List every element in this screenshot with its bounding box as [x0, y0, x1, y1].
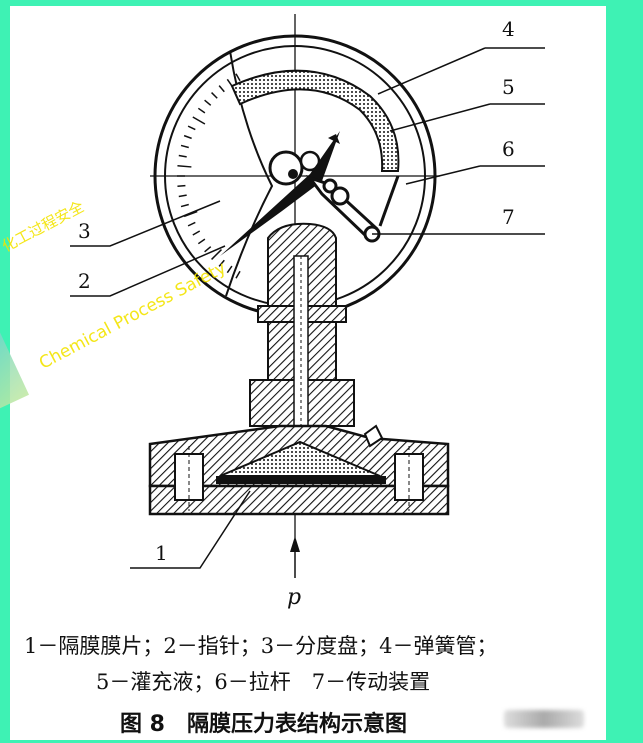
scale-tick [204, 99, 212, 106]
label-7: 7 [502, 205, 515, 229]
scale-tick [177, 184, 186, 188]
figure-title: 图 8 隔膜压力表结构示意图 [120, 712, 407, 737]
scale-tick [235, 270, 241, 279]
leader-lines [70, 47, 545, 569]
legend-line-2: 5－灌充液；6－拉杆 7－传动装置 [96, 670, 431, 694]
bourdon-tube [230, 69, 400, 172]
label-2: 2 [78, 269, 91, 293]
pressure-label: p [287, 585, 301, 610]
label-3: 3 [78, 219, 91, 243]
pointer [220, 131, 340, 256]
scale-tick [178, 154, 187, 158]
scale-tick [178, 194, 187, 198]
diaphragm-pressure-gauge-diagram: p 4 5 6 7 3 2 1 [70, 14, 545, 610]
scale-tick [177, 164, 192, 168]
scale-tick [197, 107, 206, 114]
scale-tick [180, 144, 189, 149]
scale-tick [211, 249, 222, 260]
scale-tick [183, 134, 192, 140]
dial-scale-ticks [177, 73, 241, 279]
pressure-arrow: p [287, 536, 301, 610]
scale-tick [235, 73, 241, 82]
diagram-card: p 4 5 6 7 3 2 1 1－隔膜膜片；2－指针；3－分度盘；4－弹簧管；… [10, 6, 606, 740]
part-numbers: 4 5 6 7 3 2 1 [78, 17, 515, 565]
label-4: 4 [502, 17, 515, 41]
scale-tick [211, 92, 218, 99]
linkage [305, 175, 400, 243]
label-6: 6 [502, 137, 515, 161]
label-1: 1 [155, 541, 168, 565]
scale-tick [192, 230, 201, 236]
scale-tick [226, 265, 233, 274]
flange [148, 424, 450, 516]
pinion-gear [268, 150, 321, 186]
socket-stem [249, 222, 355, 457]
scale-tick [204, 246, 212, 253]
scale-tick [218, 259, 225, 267]
watermark-blur [504, 710, 584, 728]
scale-tick [197, 238, 206, 245]
legend-line-1: 1－隔膜膜片；2－指针；3－分度盘；4－弹簧管； [24, 634, 498, 658]
scale-tick [218, 85, 225, 93]
scale-tick [187, 125, 196, 131]
scale-tick [192, 116, 206, 125]
scale-tick [180, 203, 189, 208]
label-5: 5 [502, 75, 515, 99]
scale-tick [187, 221, 196, 227]
